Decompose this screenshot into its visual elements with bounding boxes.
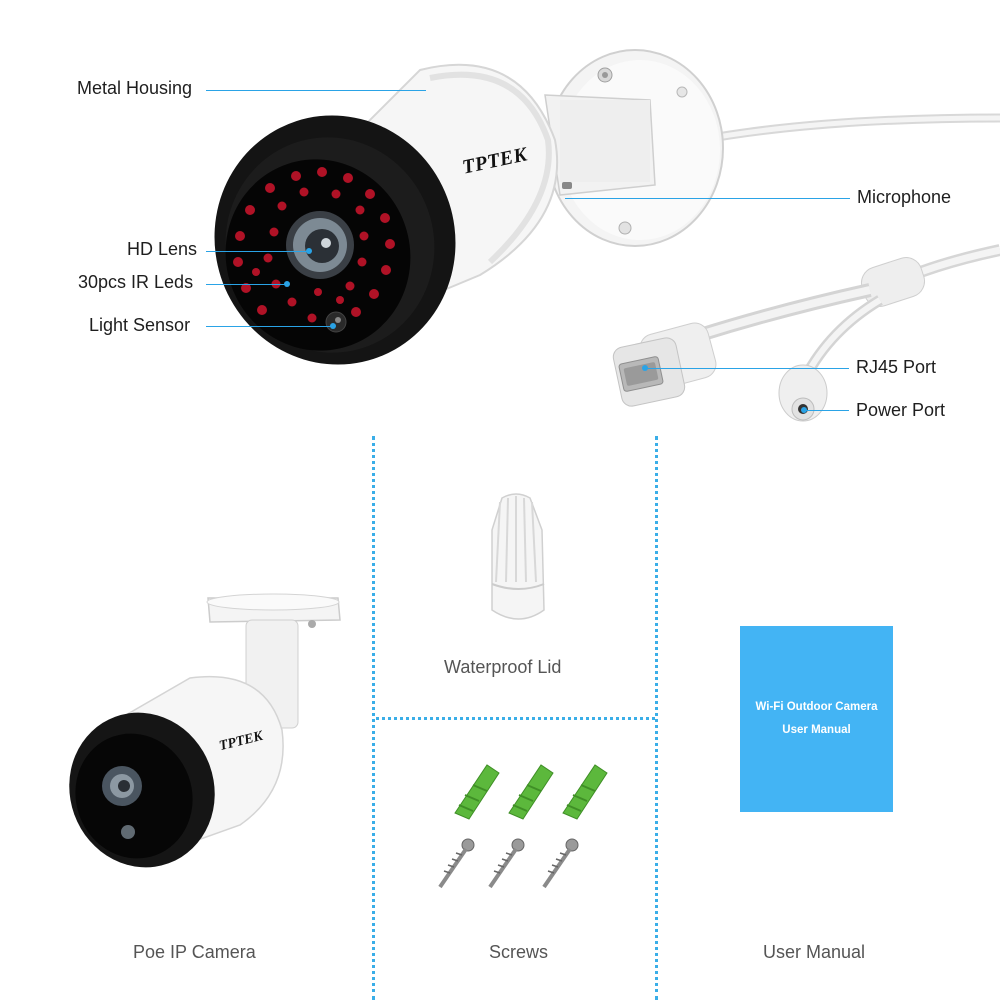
- divider-left: [372, 436, 375, 1000]
- caption-user-manual: User Manual: [763, 942, 866, 962]
- callout-metal-housing: Metal Housing: [77, 78, 193, 98]
- divider-middle: [376, 717, 655, 720]
- callout-light-sensor: Light Sensor: [89, 315, 191, 335]
- leader-rj45-port: [645, 368, 849, 369]
- callout-power-port: Power Port: [856, 400, 946, 420]
- callout-hd-lens: HD Lens: [127, 239, 198, 259]
- leader-metal-housing: [206, 90, 426, 91]
- leader-ir-leds: [206, 284, 288, 285]
- divider-right: [655, 436, 658, 1000]
- leader-power-port: [804, 410, 849, 411]
- caption-waterproof-lid: Waterproof Lid: [444, 657, 562, 677]
- leader-microphone: [565, 198, 850, 199]
- camera-diagram-illustration: [214, 49, 724, 365]
- manual-title-line2: User Manual: [782, 724, 851, 736]
- leader-dot-ir-leds: [284, 281, 290, 287]
- rj45-connector-illustration: [612, 322, 717, 407]
- leader-dot-power-port: [801, 407, 807, 413]
- callout-microphone: Microphone: [857, 187, 952, 207]
- poe-ip-camera-illustration: [69, 593, 341, 868]
- leader-hd-lens: [206, 251, 310, 252]
- screws-illustration: [438, 838, 579, 889]
- wall-anchors-illustration: [454, 764, 608, 820]
- leader-dot-light-sensor: [330, 323, 336, 329]
- callout-rj45-port: RJ45 Port: [856, 357, 937, 377]
- user-manual-booklet: Wi-Fi Outdoor Camera User Manual: [740, 626, 893, 812]
- power-connector-illustration: [778, 364, 828, 422]
- manual-title-line1: Wi-Fi Outdoor Camera: [755, 701, 878, 713]
- leader-light-sensor: [206, 326, 334, 327]
- leader-dot-hd-lens: [306, 248, 312, 254]
- caption-poe-ip-camera: Poe IP Camera: [133, 942, 256, 962]
- callout-ir-leds: 30pcs IR Leds: [78, 272, 194, 292]
- leader-dot-rj45-port: [642, 365, 648, 371]
- waterproof-lid-illustration: [491, 493, 545, 620]
- caption-screws: Screws: [489, 942, 549, 962]
